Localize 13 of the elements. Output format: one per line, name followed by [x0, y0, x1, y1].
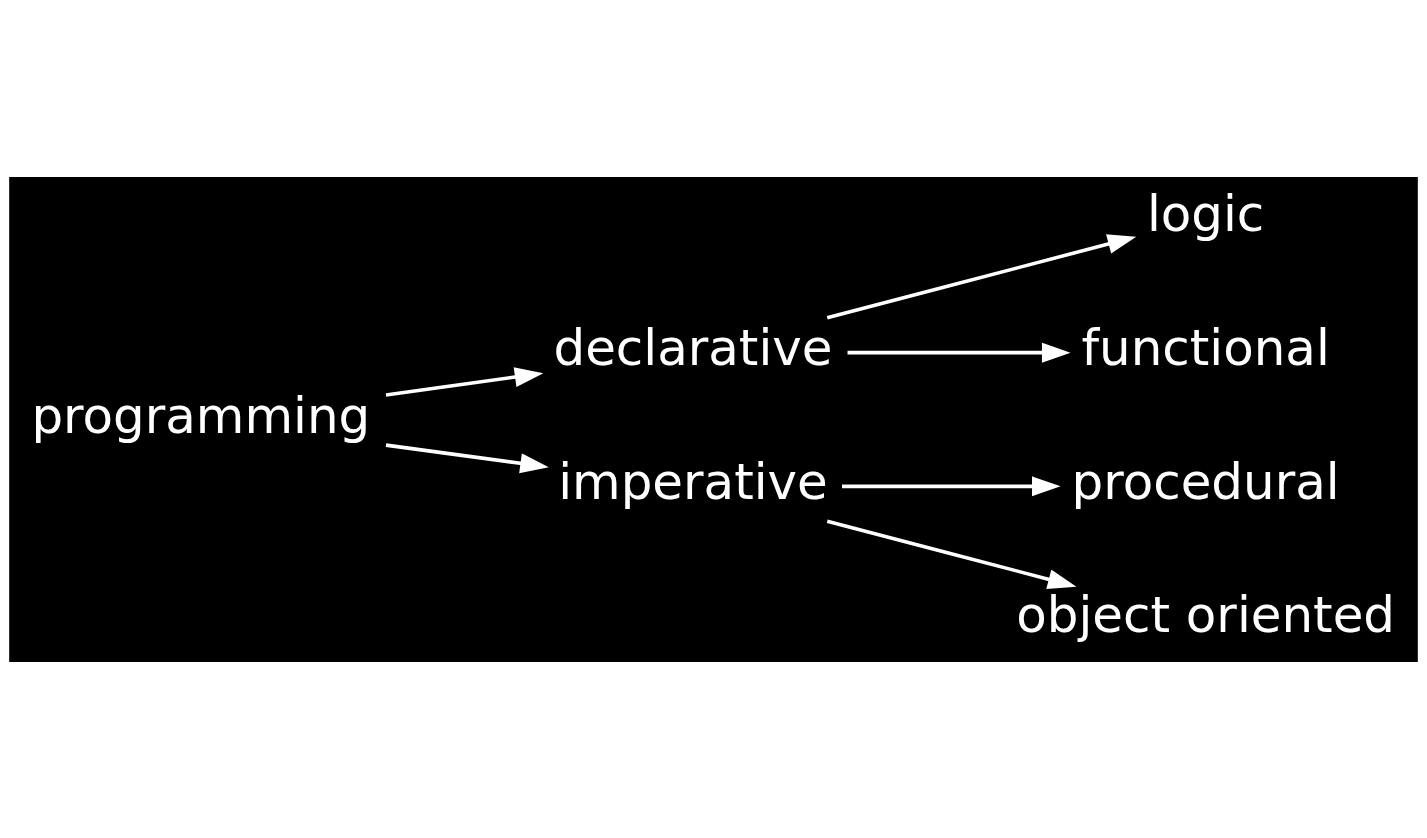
arrow: [826, 518, 1077, 589]
node-text: declarative: [553, 318, 833, 377]
arrow: [385, 366, 544, 397]
node-text: procedural: [1071, 452, 1340, 511]
node-text: imperative: [558, 452, 828, 511]
arrow: [842, 475, 1061, 496]
node-text: programming: [31, 386, 371, 445]
arrow: [826, 233, 1137, 320]
node-text: object oriented: [1016, 585, 1396, 644]
node-text: functional: [1081, 318, 1330, 377]
node-text: logic: [1146, 184, 1265, 243]
arrow: [385, 442, 549, 473]
arrow: [847, 342, 1071, 363]
